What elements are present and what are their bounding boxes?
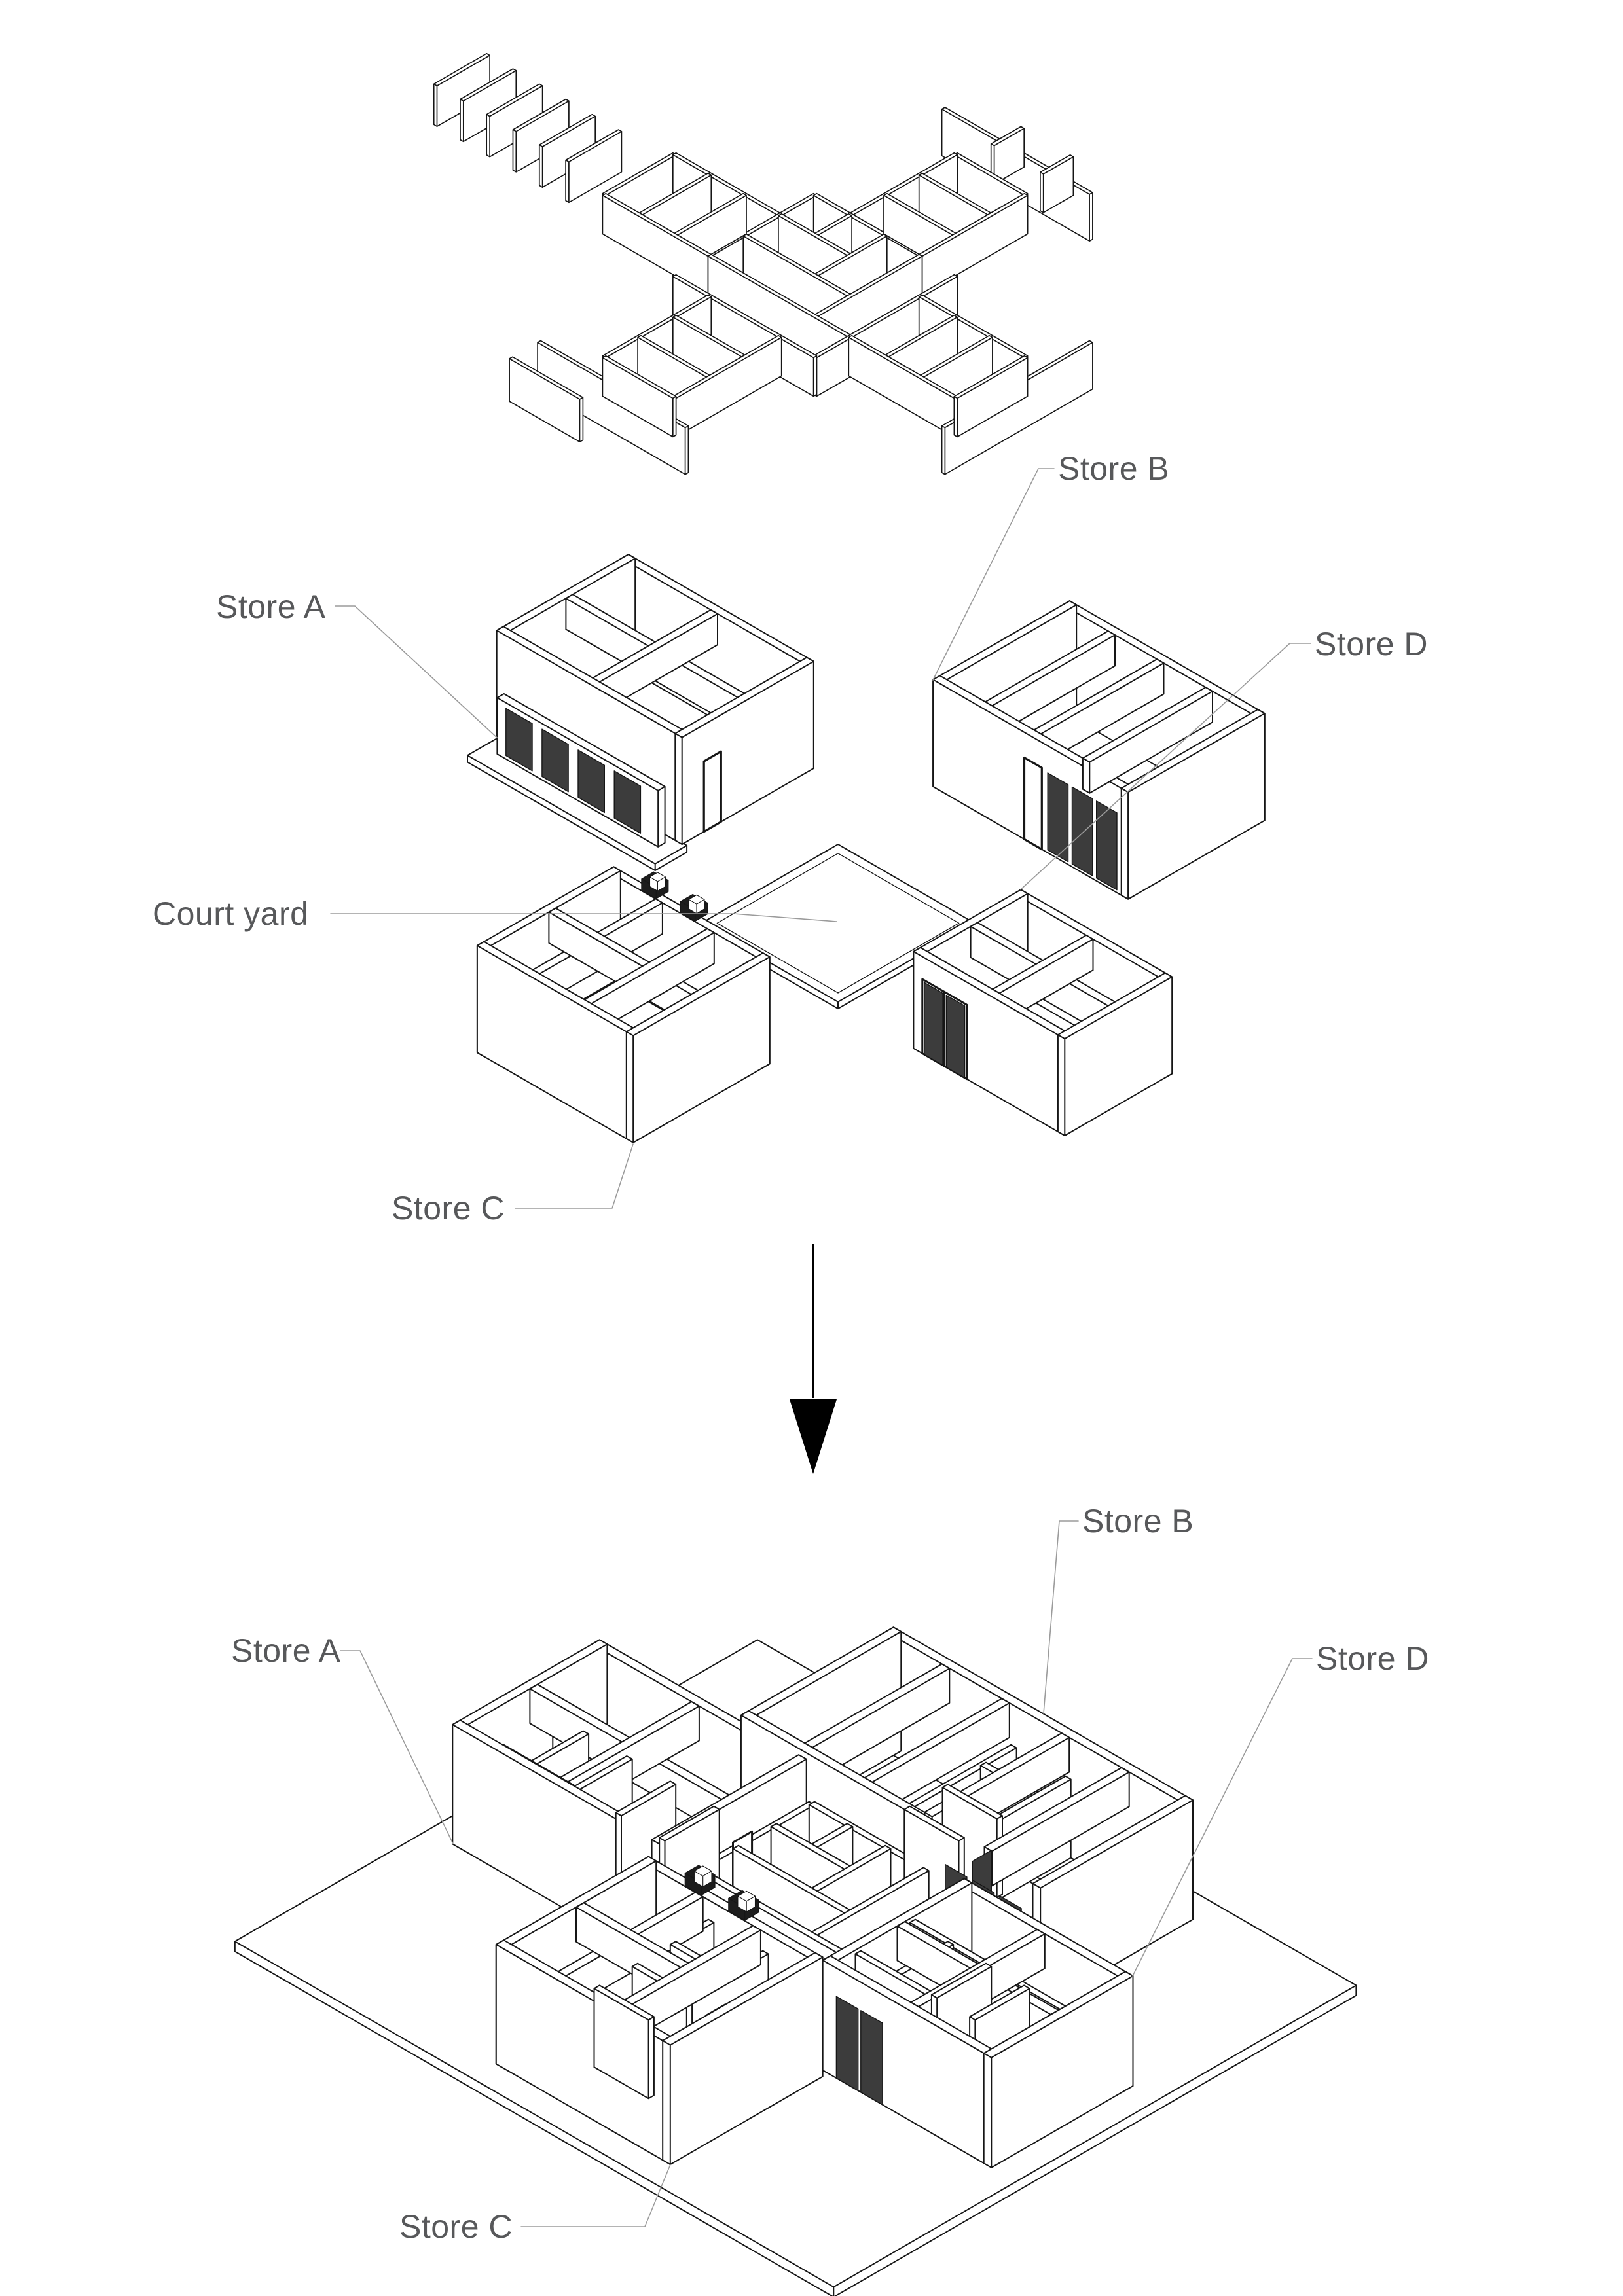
label-store-d-exploded: Store D [1315,626,1429,662]
down-arrow [790,1244,837,1474]
label-store-a-assembled: Store A [231,1632,341,1669]
leader-lines [330,468,1313,2227]
exploded-stores [467,554,1266,1143]
label-court-yard: Court yard [153,895,309,932]
label-store-c-exploded: Store C [392,1190,505,1227]
label-store-b-exploded: Store B [1058,450,1170,487]
label-store-d-assembled: Store D [1316,1640,1430,1677]
label-store-c-assembled: Store C [399,2208,513,2245]
exploded-wall-grid [433,52,1093,475]
label-store-a-exploded: Store A [216,588,326,625]
assembled-building [234,1626,1357,2296]
label-store-b-assembled: Store B [1082,1503,1194,1539]
